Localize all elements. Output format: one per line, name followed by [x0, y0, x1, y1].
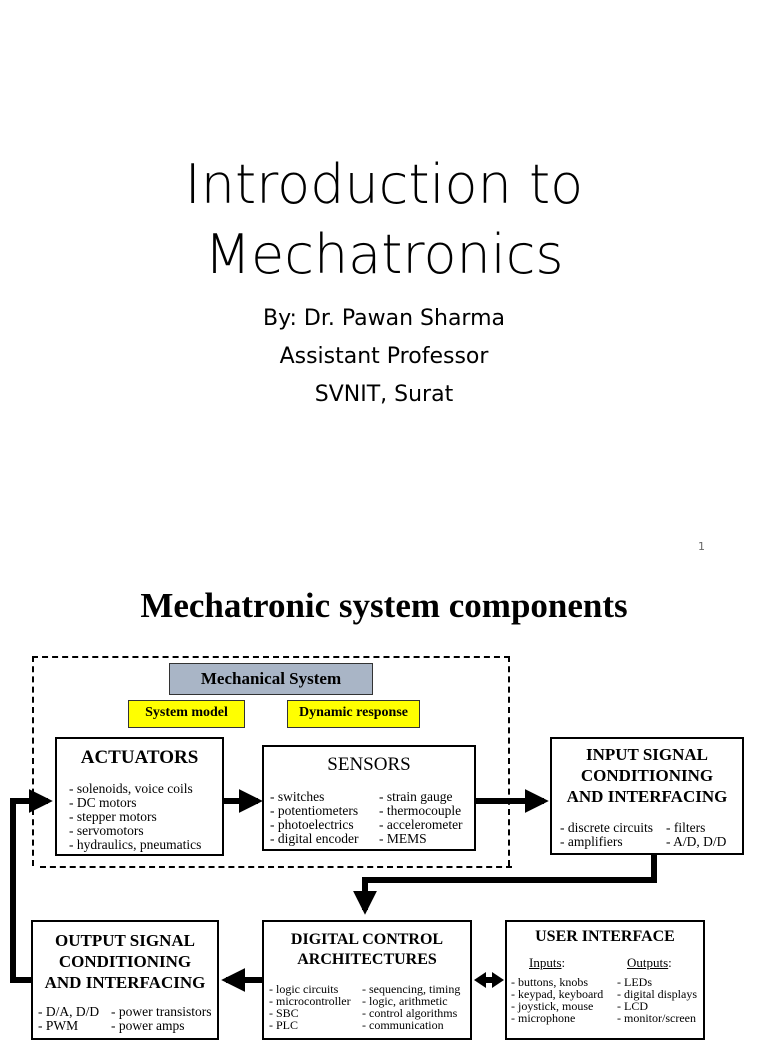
ui-input-item: - microphone [511, 1011, 576, 1025]
input-signal-item: - filters [666, 820, 706, 835]
ui-output-item: - monitor/screen [617, 1011, 696, 1025]
ui-output-item: - LEDs [617, 975, 652, 989]
sensors-box: SENSORS - switches - potentiometers - ph… [262, 745, 476, 851]
actuator-item: - servomotors [69, 823, 144, 838]
ui-input-item: - keypad, keyboard [511, 987, 604, 1001]
outputs-label: Outputs [627, 955, 669, 970]
digital-control-item: - sequencing, timing [362, 982, 461, 996]
digital-control-title-1: DIGITAL CONTROL [290, 931, 444, 948]
author-name: By: Dr. Pawan Sharma [263, 306, 505, 331]
user-interface-box: USER INTERFACE Inputs: Outputs: - button… [505, 920, 705, 1040]
ui-output-item: - LCD [617, 999, 648, 1013]
sensor-item: - photoelectrics [270, 817, 354, 832]
slide-title-line2: Mechatronics [204, 223, 564, 286]
author-position: Assistant Professor [279, 344, 489, 369]
sensor-item: - thermocouple [379, 803, 462, 818]
output-signal-item: - D/A, D/D [38, 1004, 100, 1019]
digital-control-item: - control algorithms [362, 1006, 458, 1020]
actuator-item: - DC motors [69, 795, 137, 810]
output-signal-title-2: CONDITIONING [58, 952, 192, 971]
sensor-item: - potentiometers [270, 803, 359, 818]
input-signal-title-2: CONDITIONING [580, 766, 714, 785]
digital-control-item: - SBC [269, 1006, 299, 1020]
components-slide: Mechatronic system components Mechanical… [0, 570, 768, 1040]
components-slide-title: Mechatronic system components [140, 586, 628, 625]
sensor-item: - switches [270, 789, 325, 804]
sensor-item: - digital encoder [270, 831, 359, 846]
output-signal-title-1: OUTPUT SIGNAL [55, 931, 195, 950]
input-signal-item: - A/D, D/D [666, 834, 727, 849]
user-interface-title: USER INTERFACE [535, 928, 675, 945]
digital-control-box: DIGITAL CONTROL ARCHITECTURES - logic ci… [262, 920, 472, 1040]
author-institute: SVNIT, Surat [314, 382, 454, 407]
digital-control-title-2: ARCHITECTURES [297, 951, 437, 968]
digital-control-item: - communication [362, 1018, 444, 1032]
sensor-item: - strain gauge [379, 789, 453, 804]
input-signal-title-1: INPUT SIGNAL [585, 745, 709, 764]
input-signal-title-3: AND INTERFACING [566, 787, 728, 806]
mechanical-system-label: Mechanical System [169, 663, 373, 695]
output-signal-item: - PWM [38, 1018, 79, 1033]
dynamic-response-label: Dynamic response [287, 700, 420, 728]
actuators-box: ACTUATORS - solenoids, voice coils - DC … [55, 737, 224, 856]
actuator-item: - solenoids, voice coils [69, 781, 193, 796]
mechanical-system-boundary-bottom [40, 866, 512, 868]
sensor-item: - MEMS [379, 831, 427, 846]
input-signal-box: INPUT SIGNAL CONDITIONING AND INTERFACIN… [550, 737, 744, 855]
digital-control-item: - logic circuits [269, 982, 339, 996]
ui-input-item: - buttons, knobs [511, 975, 589, 989]
digital-control-item: - logic, arithmetic [362, 994, 448, 1008]
slide-title-line1: Introduction to [184, 153, 584, 216]
sensors-title: SENSORS [327, 754, 411, 775]
output-signal-box: OUTPUT SIGNAL CONDITIONING AND INTERFACI… [31, 920, 219, 1040]
system-model-label: System model [128, 700, 245, 728]
output-signal-item: - power amps [111, 1018, 185, 1033]
input-signal-item: - amplifiers [560, 834, 623, 849]
ui-input-item: - joystick, mouse [511, 999, 594, 1013]
actuator-item: - stepper motors [69, 809, 157, 824]
digital-control-item: - PLC [269, 1018, 299, 1032]
output-signal-item: - power transistors [111, 1004, 212, 1019]
ui-output-item: - digital displays [617, 987, 697, 1001]
page-number: 1 [698, 540, 705, 553]
actuator-item: - hydraulics, pneumatics [69, 837, 202, 852]
input-signal-item: - discrete circuits [560, 820, 653, 835]
digital-control-item: - microcontroller [269, 994, 351, 1008]
inputs-label: Inputs [529, 955, 562, 970]
sensor-item: - accelerometer [379, 817, 463, 832]
actuators-title: ACTUATORS [80, 747, 199, 768]
mechanical-system-boundary [32, 656, 510, 866]
title-slide: Introduction to Mechatronics By: Dr. Paw… [184, 153, 705, 553]
output-signal-title-3: AND INTERFACING [44, 973, 206, 992]
